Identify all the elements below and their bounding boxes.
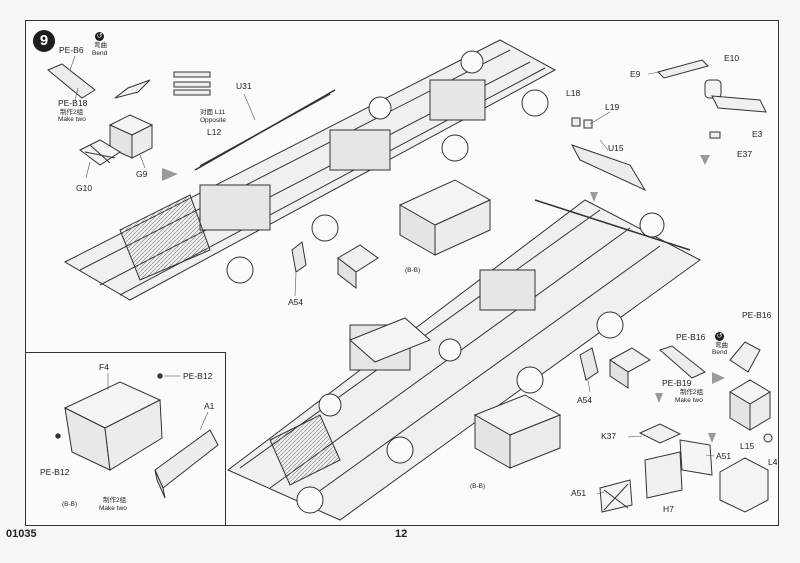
lower-chassis [227, 199, 701, 521]
label-a54-bottom: A54 [577, 395, 593, 405]
bend-icon: ↺ [95, 32, 104, 41]
label-l4: L4 [768, 457, 778, 467]
label-bend-en-2: Bend [712, 349, 728, 356]
upper-battery-box [398, 179, 492, 256]
label-l19: L19 [605, 102, 620, 112]
label-u15: U15 [608, 143, 624, 153]
label-make-two-cn-2: 制作2组 [680, 389, 704, 396]
label-l12: L12 [207, 127, 222, 137]
label-pe-b18: PE-B18 [58, 98, 88, 108]
label-make-two-cn: 制作2组 [60, 109, 84, 116]
lower-battery-box [473, 394, 562, 469]
label-bb-inset: (B-B) [62, 501, 78, 508]
label-bb-bottom: (B-B) [470, 483, 486, 490]
label-opposite-en: Opposite [200, 117, 227, 124]
label-a54-top: A54 [288, 297, 304, 307]
label-h7: H7 [663, 504, 674, 514]
label-pe-b16-a: PE-B16 [742, 310, 772, 320]
page-number: 12 [395, 528, 408, 540]
label-make-two-cn-inset: 制作2组 [103, 497, 127, 504]
label-e3: E3 [752, 129, 763, 139]
label-l18: L18 [566, 88, 581, 98]
label-bb-top: (B-B) [405, 267, 421, 274]
gray-arrow-icon [162, 155, 725, 443]
label-bend-cn: 弯曲 [94, 42, 107, 49]
catalog-code: 01035 [6, 528, 37, 540]
label-f4: F4 [99, 362, 109, 372]
label-a1: A1 [204, 401, 215, 411]
label-e9: E9 [630, 69, 641, 79]
label-opposite-cn: 对面 L11 [200, 109, 226, 116]
bend-icon-2: ↺ [715, 332, 724, 341]
inset-parts [55, 373, 219, 499]
inset-panel [25, 352, 226, 525]
label-pe-b12-b: PE-B12 [40, 467, 70, 477]
label-pe-b19: PE-B19 [662, 378, 692, 388]
label-e10: E10 [724, 53, 740, 63]
label-a51-b: A51 [571, 488, 587, 498]
label-a51-a: A51 [716, 451, 732, 461]
label-pe-b6: PE-B6 [59, 45, 84, 55]
label-k37: K37 [601, 431, 617, 441]
label-make-two-en-2: Make two [675, 397, 703, 404]
label-g10: G10 [76, 183, 93, 193]
label-u31: U31 [236, 81, 252, 91]
upper-chassis [63, 39, 557, 301]
label-l15: L15 [740, 441, 755, 451]
label-e37: E37 [737, 149, 753, 159]
label-g9: G9 [136, 169, 148, 179]
label-make-two-en: Make two [58, 116, 86, 123]
label-pe-b12-a: PE-B12 [183, 371, 213, 381]
label-bend-en: Bend [92, 50, 108, 57]
label-pe-b16-b: PE-B16 [676, 332, 706, 342]
label-bend-cn-2: 弯曲 [715, 342, 728, 349]
label-make-two-en-inset: Make two [99, 505, 127, 512]
step-number: 9 [33, 30, 55, 52]
